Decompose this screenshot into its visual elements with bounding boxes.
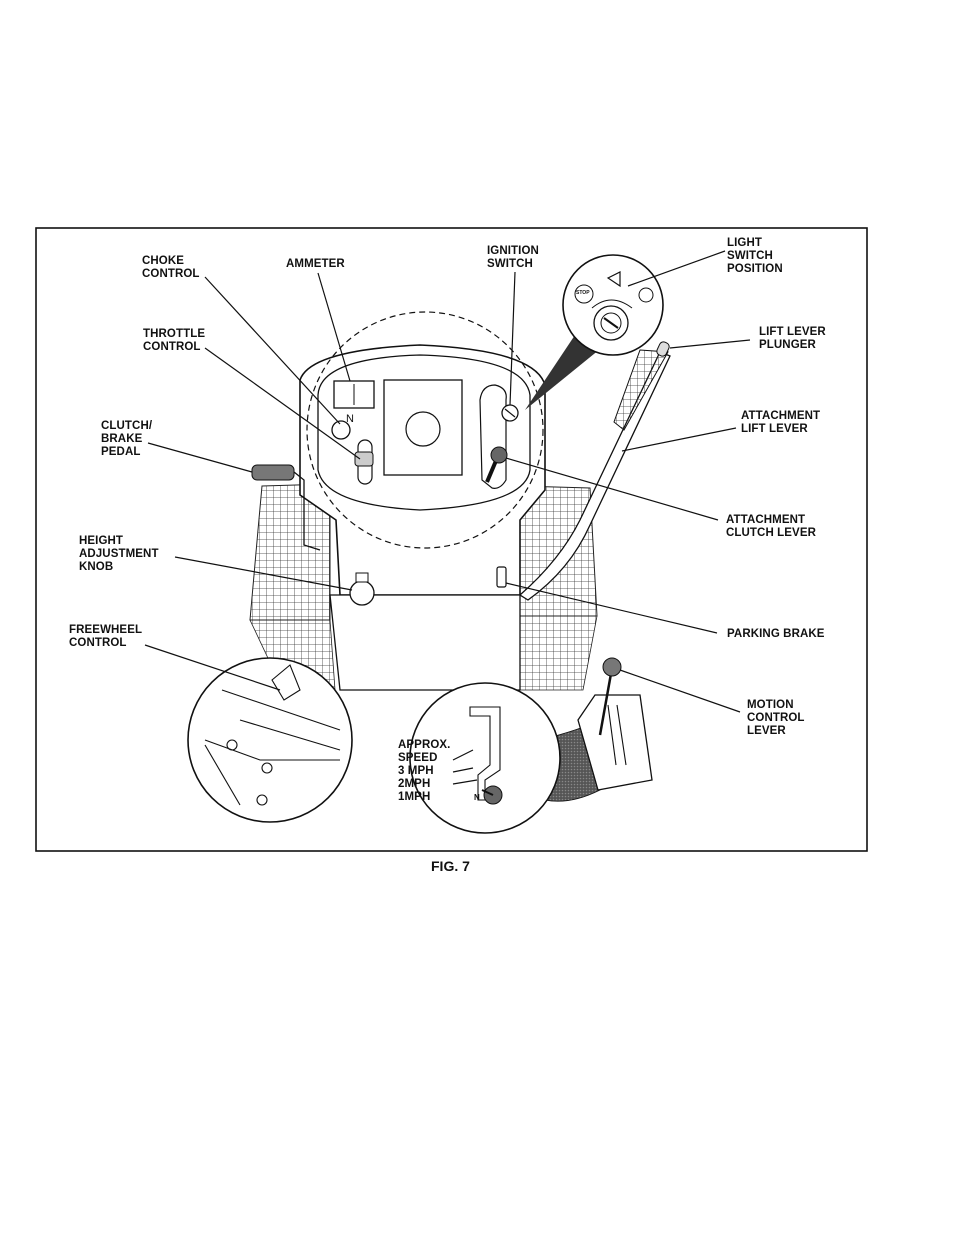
figure-caption: FIG. 7 — [431, 858, 470, 874]
motion-control-knob — [603, 658, 621, 676]
height-adjustment-knob-label: HEIGHT ADJUSTMENT KNOB — [79, 535, 159, 574]
choke-control-label: CHOKE CONTROL — [142, 255, 200, 281]
lift-lever-plunger-label: LIFT LEVER PLUNGER — [759, 326, 826, 352]
parking-brake-label: PARKING BRAKE — [727, 628, 825, 641]
throttle-control-label: THROTTLE CONTROL — [143, 328, 205, 354]
approx-speed-label: APPROX. SPEED 3 MPH 2MPH 1MPH — [398, 739, 450, 804]
throttle-lever — [355, 452, 373, 466]
seat-base — [330, 595, 520, 690]
attachment-clutch-lever-label: ATTACHMENT CLUTCH LEVER — [726, 514, 816, 540]
light-switch-position-label: LIGHT SWITCH POSITION — [727, 237, 783, 276]
attachment-lift-lever-label: ATTACHMENT LIFT LEVER — [741, 410, 820, 436]
freewheel-inset — [188, 658, 352, 822]
ammeter-label: AMMETER — [286, 258, 345, 271]
motion-control-lever-label: MOTION CONTROL LEVER — [747, 699, 805, 738]
throttle-neutral-mark: N — [346, 413, 354, 425]
neutral-mark: N — [474, 793, 480, 802]
parking-brake-handle — [497, 567, 506, 587]
height-adjustment-knob — [350, 581, 374, 605]
clutch-brake-pedal — [252, 465, 294, 480]
ignition-switch-label: IGNITION SWITCH — [487, 245, 539, 271]
right-rear-fender — [516, 616, 597, 690]
fuel-cap — [406, 412, 440, 446]
attachment-clutch-knob — [491, 447, 507, 463]
stop-mark: STOP — [576, 290, 590, 296]
freewheel-control-label: FREEWHEEL CONTROL — [69, 624, 142, 650]
lever-slot — [480, 385, 506, 488]
clutch-brake-pedal-label: CLUTCH/ BRAKE PEDAL — [101, 420, 152, 459]
